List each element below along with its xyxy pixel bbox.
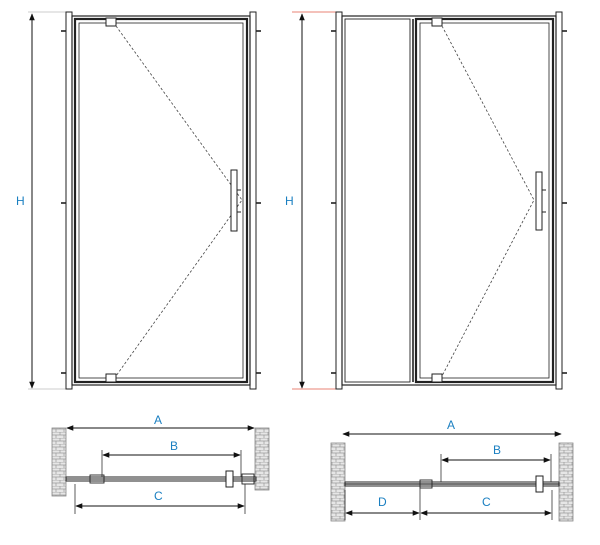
fixed-panel-right xyxy=(344,18,411,383)
wall-right-b xyxy=(558,442,574,522)
right-plan-view: A B D C xyxy=(330,418,574,522)
swing-indicator-left xyxy=(115,25,243,377)
width-a-label-right: A xyxy=(447,418,455,432)
height-label-left: H xyxy=(16,194,25,208)
hinge-bottom-right xyxy=(431,373,443,383)
hinge-bottom-left xyxy=(105,373,117,383)
door-frame-left xyxy=(71,15,251,386)
wall-left-a xyxy=(51,427,67,497)
wall-left-b xyxy=(254,427,270,491)
hinge-top-right xyxy=(431,17,443,27)
wall-right-a xyxy=(330,442,346,522)
door-handle-left xyxy=(230,169,238,232)
width-a-label-left: A xyxy=(154,413,162,427)
hinge-top-left xyxy=(105,17,117,27)
width-b-label-left: B xyxy=(170,439,178,453)
width-c-label-right: C xyxy=(482,495,491,509)
width-b-label-right: B xyxy=(493,443,501,457)
width-c-label-left: C xyxy=(154,489,163,503)
door-frame-right xyxy=(414,17,555,384)
width-d-label-right: D xyxy=(378,495,387,509)
height-label-right: H xyxy=(285,194,294,208)
right-front-view: H xyxy=(285,11,567,390)
left-front-view: H xyxy=(16,11,261,390)
left-plan-view: A B C xyxy=(51,413,270,514)
swing-indicator-right xyxy=(441,25,535,377)
door-handle-right xyxy=(535,171,543,231)
